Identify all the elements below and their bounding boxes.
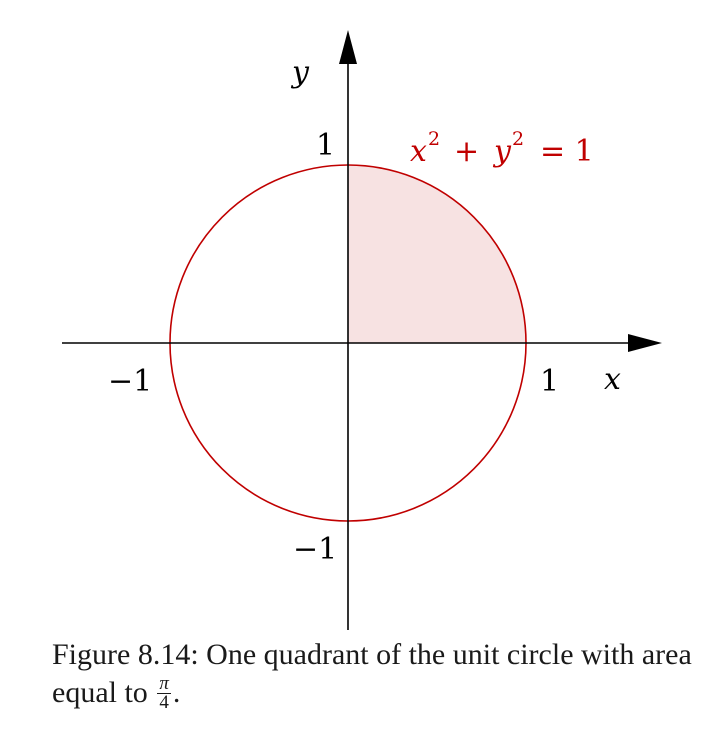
eq-exp-1: 2	[428, 128, 440, 150]
eq-x: x	[410, 134, 427, 169]
eq-plus: +	[454, 134, 479, 169]
fraction-denominator: 4	[159, 692, 169, 713]
tick-label-y-pos: 1	[316, 128, 335, 163]
fraction-numerator: π	[157, 673, 171, 694]
y-axis-arrowhead	[339, 30, 357, 64]
x-axis-arrowhead	[628, 334, 662, 352]
eq-equals-one: = 1	[540, 134, 594, 169]
shaded-quadrant	[348, 165, 526, 343]
tick-label-x-neg: −1	[108, 364, 152, 399]
caption-fraction: π 4	[157, 673, 171, 713]
unit-circle-figure: x y 1 −1 1 −1 x 2 + y 2 = 1	[62, 30, 662, 630]
tick-label-x-pos: 1	[540, 364, 559, 399]
figure-caption: Figure 8.14: One quadrant of the unit ci…	[52, 636, 692, 712]
y-axis-label: y	[290, 55, 310, 90]
caption-end: .	[172, 676, 181, 709]
curve-equation-label: x 2 + y 2 = 1	[410, 128, 594, 169]
eq-exp-2: 2	[512, 128, 524, 150]
eq-y: y	[492, 134, 512, 169]
caption-text: Figure 8.14: One quadrant of the unit ci…	[52, 638, 692, 709]
tick-label-y-neg: −1	[293, 532, 337, 567]
x-axis-label: x	[604, 362, 621, 397]
